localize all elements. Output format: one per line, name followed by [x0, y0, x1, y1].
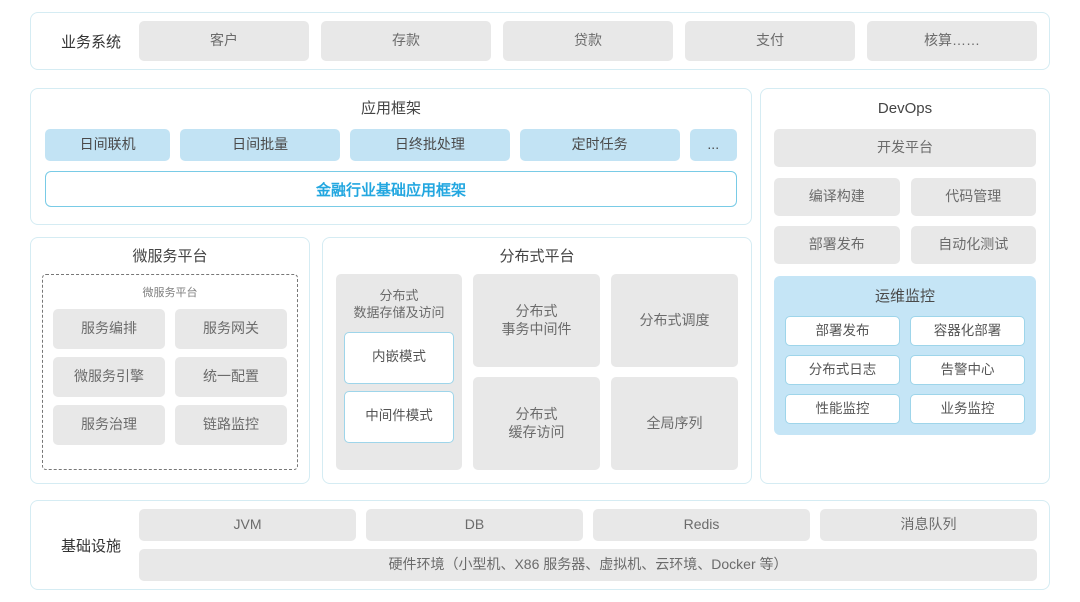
ops-monitoring-item[interactable]: 告警中心 [910, 355, 1025, 385]
application-framework-panel: 应用框架 日间联机 日间批量 日终批处理 定时任务 ... 金融行业基础应用框架 [30, 88, 752, 225]
distributed-platform-body: 分布式 数据存储及访问 内嵌模式 中间件模式 分布式 事务中间件 分布式调度 分… [336, 274, 738, 470]
app-framework-item[interactable]: 定时任务 [519, 129, 680, 161]
microservice-item[interactable]: 服务治理 [53, 405, 165, 445]
business-systems-chips: 客户 存款 贷款 支付 核算…… [139, 21, 1037, 61]
ops-monitoring-item[interactable]: 业务监控 [910, 394, 1025, 424]
microservice-item[interactable]: 微服务引擎 [53, 357, 165, 397]
distributed-storage-title: 分布式 数据存储及访问 [353, 288, 445, 320]
devops-item[interactable]: 部署发布 [774, 226, 900, 264]
app-framework-item[interactable]: 日间批量 [180, 129, 340, 161]
application-framework-title: 应用框架 [360, 100, 421, 117]
microservice-item[interactable]: 统一配置 [175, 357, 287, 397]
infrastructure-stack: JVM DB Redis 消息队列 硬件环境（小型机、X86 服务器、虚拟机、云… [139, 509, 1037, 581]
devops-title: DevOps [877, 100, 933, 117]
distributed-platform-panel: 分布式平台 分布式 数据存储及访问 内嵌模式 中间件模式 分布式 事务中间件 分… [322, 237, 752, 484]
microservice-item[interactable]: 服务网关 [175, 309, 287, 349]
business-systems-panel: 业务系统 客户 存款 贷款 支付 核算…… [30, 12, 1050, 70]
app-framework-item-more[interactable]: ... [689, 129, 738, 161]
platform-left-column: 应用框架 日间联机 日间批量 日终批处理 定时任务 ... 金融行业基础应用框架… [30, 88, 752, 484]
ops-monitoring-item[interactable]: 容器化部署 [910, 316, 1025, 346]
financial-base-framework-bar[interactable]: 金融行业基础应用框架 [45, 171, 737, 207]
app-framework-item[interactable]: 日终批处理 [349, 129, 510, 161]
distributed-items-grid: 分布式 事务中间件 分布式调度 分布式 缓存访问 全局序列 [473, 274, 738, 470]
application-framework-chips: 日间联机 日间批量 日终批处理 定时任务 ... [45, 129, 738, 161]
platform-band: 应用框架 日间联机 日间批量 日终批处理 定时任务 ... 金融行业基础应用框架… [30, 88, 1050, 484]
infrastructure-panel: 基础设施 JVM DB Redis 消息队列 硬件环境（小型机、X86 服务器、… [30, 500, 1050, 590]
devops-dev-platform[interactable]: 开发平台 [774, 129, 1036, 167]
infrastructure-label: 基础设施 [60, 537, 121, 555]
distributed-storage-mode[interactable]: 中间件模式 [344, 390, 454, 443]
platform-right-column: DevOps 开发平台 编译构建 代码管理 部署发布 自动化测试 运维监控 部署… [760, 88, 1050, 484]
devops-item[interactable]: 自动化测试 [910, 226, 1036, 264]
ops-monitoring-item[interactable]: 性能监控 [785, 394, 900, 424]
business-system-item[interactable]: 贷款 [503, 21, 673, 61]
infrastructure-item[interactable]: Redis [593, 509, 810, 541]
ops-monitoring-panel: 运维监控 部署发布 容器化部署 分布式日志 告警中心 性能监控 业务监控 [774, 276, 1036, 435]
distributed-item[interactable]: 全局序列 [611, 377, 738, 470]
distributed-item[interactable]: 分布式 事务中间件 [473, 274, 600, 367]
devops-panel: DevOps 开发平台 编译构建 代码管理 部署发布 自动化测试 运维监控 部署… [760, 88, 1050, 484]
infrastructure-chips: JVM DB Redis 消息队列 [139, 509, 1037, 541]
app-framework-item[interactable]: 日间联机 [45, 129, 171, 161]
hardware-environment-bar[interactable]: 硬件环境（小型机、X86 服务器、虚拟机、云环境、Docker 等） [139, 549, 1037, 581]
distributed-storage-mode[interactable]: 内嵌模式 [344, 331, 454, 384]
business-system-item[interactable]: 核算…… [867, 21, 1037, 61]
microservice-platform-panel: 微服务平台 微服务平台 服务编排 服务网关 微服务引擎 统一配置 服务治理 链路… [30, 237, 310, 484]
distributed-platform-title: 分布式平台 [499, 248, 575, 265]
microservice-item[interactable]: 链路监控 [175, 405, 287, 445]
ops-monitoring-item[interactable]: 部署发布 [785, 316, 900, 346]
microservice-platform-title: 微服务平台 [132, 248, 208, 265]
microservice-inner-title: 微服务平台 [142, 287, 198, 299]
business-system-item[interactable]: 客户 [139, 21, 309, 61]
infrastructure-item[interactable]: DB [366, 509, 583, 541]
ops-monitoring-item[interactable]: 分布式日志 [785, 355, 900, 385]
ops-monitoring-grid: 部署发布 容器化部署 分布式日志 告警中心 性能监控 业务监控 [785, 316, 1025, 424]
distributed-storage-group: 分布式 数据存储及访问 内嵌模式 中间件模式 [336, 274, 462, 470]
microservice-inner-box: 微服务平台 服务编排 服务网关 微服务引擎 统一配置 服务治理 链路监控 [42, 274, 298, 470]
infrastructure-item[interactable]: JVM [139, 509, 356, 541]
devops-item[interactable]: 编译构建 [774, 178, 900, 216]
distributed-item[interactable]: 分布式 缓存访问 [473, 377, 600, 470]
microservice-item[interactable]: 服务编排 [53, 309, 165, 349]
business-system-item[interactable]: 存款 [321, 21, 491, 61]
devops-item[interactable]: 代码管理 [910, 178, 1036, 216]
devops-items-grid: 编译构建 代码管理 部署发布 自动化测试 [774, 178, 1036, 264]
ops-monitoring-title: 运维监控 [874, 288, 935, 305]
infrastructure-item[interactable]: 消息队列 [820, 509, 1037, 541]
business-system-item[interactable]: 支付 [685, 21, 855, 61]
business-systems-label: 业务系统 [60, 33, 121, 51]
microservice-items-grid: 服务编排 服务网关 微服务引擎 统一配置 服务治理 链路监控 [53, 309, 287, 445]
distributed-item[interactable]: 分布式调度 [611, 274, 738, 367]
